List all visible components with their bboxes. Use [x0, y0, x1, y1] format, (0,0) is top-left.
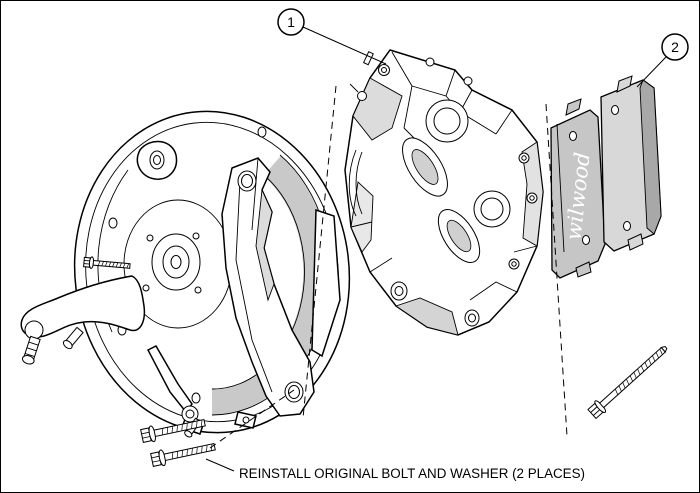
callout-1-leader	[303, 27, 386, 64]
spindle-hub	[143, 233, 201, 293]
upper-ear-hole-inner	[154, 156, 161, 165]
bracket-rail	[312, 210, 340, 356]
crossover-tube	[349, 150, 362, 216]
caliper-bracket	[222, 158, 314, 416]
note-leader-line	[206, 459, 234, 471]
ball-stud	[21, 336, 41, 365]
callout-1-circle	[278, 9, 304, 35]
note-text: REINSTALL ORIGINAL BOLT AND WASHER (2 PL…	[239, 466, 585, 481]
pad-outboard: wilwood	[551, 99, 605, 278]
alignment-dashed-lines	[210, 86, 567, 448]
crescent-inner-edge	[212, 176, 304, 389]
arm-stud	[62, 327, 84, 350]
pad-retainer-bolt	[587, 342, 671, 420]
plate-tab-hole	[243, 417, 249, 423]
shield-shaded-crescent	[212, 166, 316, 402]
callout-1: 1	[278, 9, 386, 64]
backing-plate-assembly	[21, 96, 367, 449]
callout-2-leader	[637, 57, 666, 87]
tie-rod-end	[148, 346, 201, 438]
bleed-screw	[350, 52, 390, 101]
note: REINSTALL ORIGINAL BOLT AND WASHER (2 PL…	[206, 459, 585, 481]
callout-2-circle	[662, 34, 688, 60]
callout-2-number: 2	[671, 39, 679, 55]
bracket-lower-bolt-hole	[289, 386, 300, 399]
brake-pads: wilwood	[551, 76, 661, 278]
plate-hole	[192, 393, 200, 403]
steering-arm	[21, 276, 144, 365]
plate-hole	[258, 127, 266, 137]
plate-hole	[109, 218, 117, 228]
callout-2: 2	[637, 34, 688, 87]
pad-friction-material	[640, 80, 661, 234]
brake-caliper	[345, 50, 543, 335]
callout-1-number: 1	[287, 14, 295, 30]
bracket-upper-bolt-hole	[242, 175, 253, 188]
ball-joint-boss	[25, 321, 43, 339]
pad-inboard	[601, 76, 661, 251]
